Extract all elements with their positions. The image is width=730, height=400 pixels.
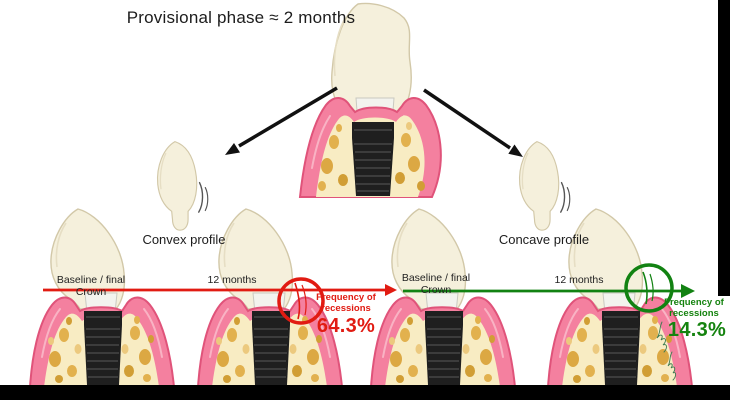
bottom-frame-bar (0, 385, 730, 400)
figure-title: Provisional phase ≈ 2 months (126, 8, 356, 27)
baseline-label-concave: Baseline / final Crown (401, 272, 471, 296)
recession-frequency-caption-concave: Frequency of recessions (664, 297, 724, 319)
artist-signature-watermark (656, 321, 677, 381)
red-timeline-arrow (43, 284, 397, 296)
concave-profile-tooth (518, 140, 571, 231)
bone-speckles (318, 122, 425, 191)
arrow-to-convex (225, 86, 338, 155)
recession-frequency-value-convex: 64.3% (316, 315, 376, 337)
convex-profile-label: Convex profile (142, 232, 226, 247)
followup-label-convex: 12 months (207, 274, 257, 286)
green-highlight-circle (624, 263, 674, 313)
arrow-to-concave (423, 88, 523, 157)
recession-frequency-value-concave: 14.3% (667, 319, 727, 341)
baseline-label-convex: Baseline / final Crown (56, 274, 126, 298)
recession-frequency-caption-convex: Frequency of recessions (316, 292, 376, 314)
concave-profile-label: Concave profile (498, 232, 590, 247)
convex-profile-tooth (156, 140, 209, 231)
right-frame-bar (718, 0, 730, 296)
central-implant-illustration (298, 2, 442, 198)
followup-label-concave: 12 months (554, 274, 604, 286)
implant-screw (352, 122, 394, 196)
green-timeline-arrow (403, 284, 695, 298)
red-highlight-circle (277, 277, 325, 325)
